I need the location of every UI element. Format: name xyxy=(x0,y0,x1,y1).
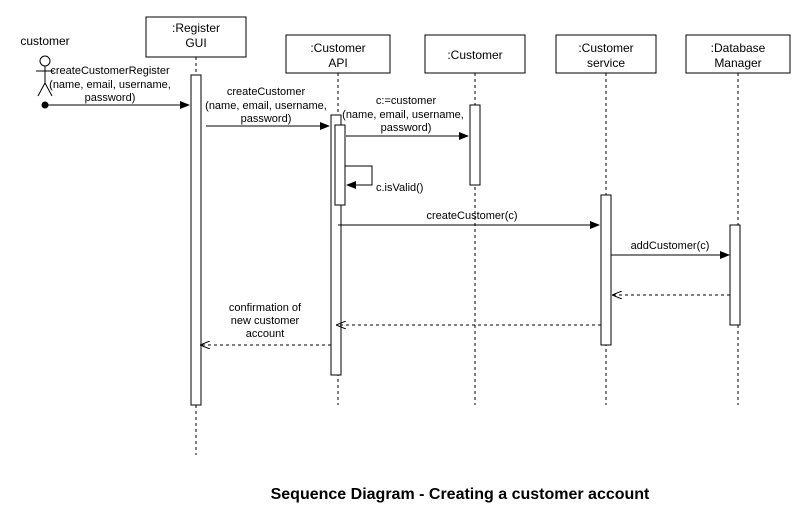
message-create-customer-object: c:=customer (name, email, username, pass… xyxy=(342,95,469,140)
activation-gui xyxy=(190,74,202,406)
message-create-customer-register: createCustomerRegister (name, email, use… xyxy=(41,65,190,109)
participant-gui-label-2: GUI xyxy=(185,36,206,50)
activation-api xyxy=(330,114,342,376)
message-label-line: password) xyxy=(85,92,136,104)
message-label-line: account xyxy=(246,328,285,340)
participant-gui-label-1: :Register xyxy=(172,21,220,35)
participant-customer-label-1: :Customer xyxy=(447,48,502,62)
participant-service-label-2: service xyxy=(587,56,625,70)
message-label-line: addCustomer(c) xyxy=(631,240,710,252)
message-label-line: (name, email, username, xyxy=(342,109,464,121)
message-label-line: (name, email, username, xyxy=(205,100,327,112)
message-create-customer-api: createCustomer (name, email, username, p… xyxy=(205,86,330,130)
activation-service xyxy=(600,194,612,346)
participant-api: :Customer API xyxy=(285,34,391,74)
participant-customer: :Customer xyxy=(424,34,526,74)
message-add-customer: addCustomer(c) xyxy=(611,240,730,259)
message-label-line: (name, email, username, xyxy=(49,79,171,91)
actor-figure-icon xyxy=(36,55,54,97)
participant-db: :Database Manager xyxy=(685,34,791,74)
actor-label: customer xyxy=(20,34,69,48)
participant-gui: :Register GUI xyxy=(145,16,247,58)
participant-db-label-1: :Database xyxy=(711,41,766,55)
message-label-line: createCustomerRegister xyxy=(50,65,170,77)
activation-db xyxy=(729,224,741,326)
message-label-line: c:=customer xyxy=(376,95,437,107)
participant-api-label-2: API xyxy=(328,56,347,70)
message-confirmation: confirmation of new customer account xyxy=(201,302,331,345)
diagram-title: Sequence Diagram - Creating a customer a… xyxy=(271,486,650,503)
message-label-line: password) xyxy=(241,113,292,125)
activation-customer xyxy=(469,104,481,186)
message-label-line: createCustomer xyxy=(227,86,306,98)
participant-service: :Customer service xyxy=(555,34,657,74)
message-create-customer-service: createCustomer(c) xyxy=(338,210,600,229)
participant-db-label-2: Manager xyxy=(714,56,761,70)
participant-service-label-1: :Customer xyxy=(578,41,633,55)
activations xyxy=(190,74,741,406)
message-label-line: confirmation of xyxy=(229,302,302,314)
message-label-line: new customer xyxy=(231,315,300,327)
message-label-line: c.isValid() xyxy=(376,182,423,194)
message-label-line: createCustomer(c) xyxy=(426,210,517,222)
message-is-valid: c.isValid() xyxy=(345,165,423,194)
actor-customer: customer xyxy=(20,34,70,97)
participant-api-label-1: :Customer xyxy=(310,41,365,55)
activation-api-nested xyxy=(334,124,346,206)
message-label-line: password) xyxy=(381,122,432,134)
